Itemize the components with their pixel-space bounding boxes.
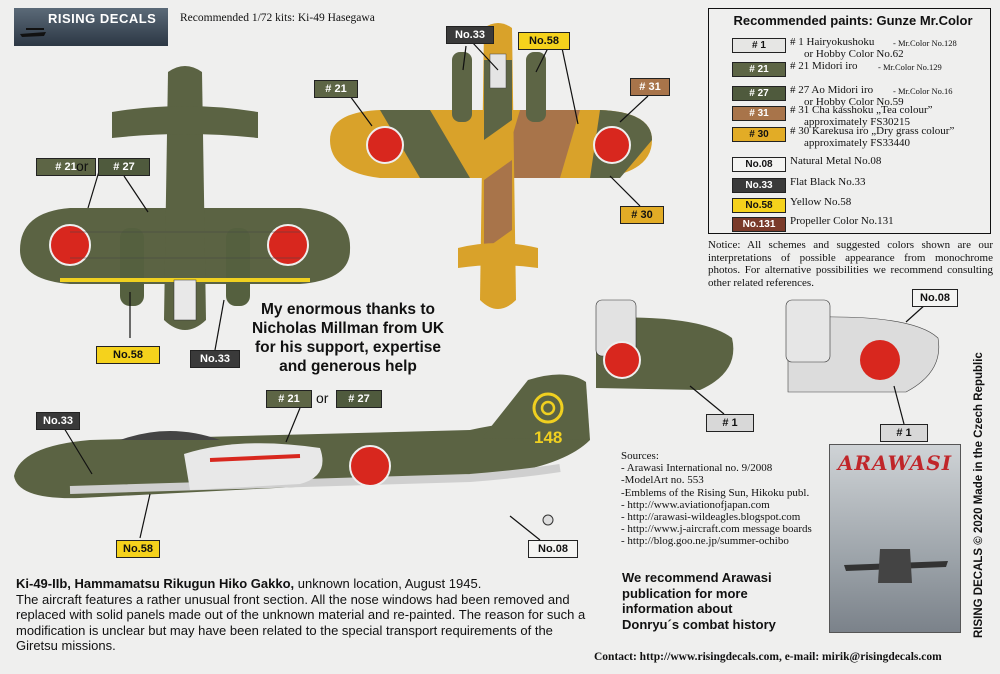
thanks-line-3: for his support, expertise [254, 339, 442, 356]
recommended-kits: Recommended 1/72 kits: Ki-49 Hasegawa [180, 12, 375, 24]
thanks-line-2: Nicholas Millman from UK [251, 320, 445, 337]
paint-desc: or Hobby Color No.62 [804, 48, 904, 60]
callout-27-side: # 27 [336, 390, 382, 408]
callout-21-underside: # 21 [36, 158, 96, 176]
thanks-line-4: and generous help [279, 358, 417, 375]
brand-logo: RISING DECALS [14, 8, 168, 46]
source-link[interactable]: - http://blog.goo.ne.jp/summer-ochibo [621, 535, 789, 548]
thanks-message: My enormous thanks to Nicholas Millman f… [238, 300, 458, 376]
paint-chip: No.58 [732, 198, 786, 213]
caption-location: unknown location, August 1945. [294, 576, 482, 591]
recommend-line-1: We recommend Arawasi [622, 570, 772, 585]
vertical-credit-text: RISING DECALS © 2020 Made in the Czech R… [973, 352, 985, 638]
paint-chip: No.33 [732, 178, 786, 193]
callout-08-side: No.08 [528, 540, 578, 558]
paint-chip: # 1 [732, 38, 786, 53]
side-view: 148 [14, 374, 590, 526]
brand-logo-text: RISING DECALS [48, 11, 157, 26]
paint-mrcolor-note: - Mr.Color No.128 [893, 38, 957, 48]
paint-desc: # 1 Hairyokushoku [790, 36, 875, 48]
source-item: - Arawasi International no. 9/2008 [621, 462, 773, 475]
or-label-underside: or [76, 158, 89, 174]
caption-body: The aircraft features a rather unusual f… [16, 591, 586, 654]
paint-mrcolor-note: - Mr.Color No.129 [878, 62, 942, 72]
source-link[interactable]: - http://www.j-aircraft.com message boar… [621, 523, 812, 536]
paint-desc: or Hobby Color No.59 [804, 96, 904, 108]
paint-desc: approximately FS33440 [804, 137, 911, 149]
callout-1-wing-right: # 1 [880, 424, 928, 442]
recommend-note: We recommend Arawasi publication for mor… [622, 570, 776, 632]
arawasi-book-cover: ARAWASI [829, 444, 961, 633]
aircraft-caption: Ki-49-IIb, Hammamatsu Rikugun Hiko Gakko… [16, 576, 596, 654]
paint-chip: # 27 [732, 86, 786, 101]
paint-chip: # 31 [732, 106, 786, 121]
callout-1-wing-left: # 1 [706, 414, 754, 432]
callout-58-underside: No.58 [96, 346, 160, 364]
top-view [330, 23, 652, 309]
underside-view [20, 66, 351, 330]
sources-list: Sources: - Arawasi International no. 9/2… [621, 450, 812, 548]
paint-desc: Propeller Color No.131 [790, 215, 894, 227]
notice-text: Notice: All schemes and suggested colors… [708, 239, 993, 289]
aircraft-photo-icon [844, 549, 948, 583]
caption-title: Ki-49-IIb, Hammamatsu Rikugun Hiko Gakko… [16, 576, 295, 591]
paint-desc: # 27 Ao Midori iro [790, 84, 874, 96]
callout-33-underside: No.33 [190, 350, 240, 368]
callout-21-side: # 21 [266, 390, 312, 408]
paint-chip: No.131 [732, 217, 786, 232]
thanks-line-1: My enormous thanks to [261, 301, 435, 318]
paint-desc: Flat Black No.33 [790, 176, 866, 188]
paint-desc: # 31 Cha kasshoku „Tea colour” [790, 104, 933, 116]
source-item: -Emblems of the Rising Sun, Hikoku publ. [621, 486, 810, 499]
recommend-line-4: Donryu´s combat history [622, 616, 776, 632]
callout-30-top: # 30 [620, 206, 664, 224]
paint-legend [708, 8, 991, 234]
paint-chip: # 30 [732, 127, 786, 142]
paint-desc: # 30 Karekusa iro „Dry grass colour” [790, 125, 955, 137]
flying-boat-icon [20, 28, 46, 37]
paint-desc: # 21 Midori iro [790, 60, 858, 72]
recommend-line-3: information about [622, 601, 733, 616]
paint-desc: Natural Metal No.08 [790, 155, 882, 167]
callout-21-top: # 21 [314, 80, 358, 98]
source-link[interactable]: - http://arawasi-wildeagles.blogspot.com [621, 511, 801, 524]
source-item: -ModelArt no. 553 [621, 474, 704, 487]
callout-33-side: No.33 [36, 412, 80, 430]
book-title: ARAWASI [837, 451, 953, 475]
callout-31-top: # 31 [630, 78, 670, 96]
paint-legend-title: Recommended paints: Gunze Mr.Color [733, 13, 973, 28]
wing-detail-left [595, 299, 734, 390]
callout-58-side: No.58 [116, 540, 160, 558]
recommend-line-2: publication for more [622, 585, 748, 601]
callout-27-underside: # 27 [98, 158, 150, 176]
source-link[interactable]: - http://www.aviationofjapan.com [621, 498, 770, 511]
paint-mrcolor-note: - Mr.Color No.16 [893, 86, 953, 96]
wing-detail-right [785, 299, 940, 393]
or-label-side: or [316, 390, 329, 406]
tail-number: 148 [534, 428, 562, 447]
paint-chip: No.08 [732, 157, 786, 172]
callout-08-wing: No.08 [912, 289, 958, 307]
paint-chip: # 21 [732, 62, 786, 77]
paint-desc: approximately FS30215 [804, 116, 911, 128]
paint-desc: Yellow No.58 [790, 196, 852, 208]
contact-line[interactable]: Contact: http://www.risingdecals.com, e-… [594, 651, 942, 663]
vertical-credit: RISING DECALS © 2020 Made in the Czech R… [963, 318, 993, 638]
sources-heading: Sources: [621, 450, 659, 462]
callout-58-top: No.58 [518, 32, 570, 50]
callout-33-top: No.33 [446, 26, 494, 44]
leader-lines [63, 41, 927, 541]
